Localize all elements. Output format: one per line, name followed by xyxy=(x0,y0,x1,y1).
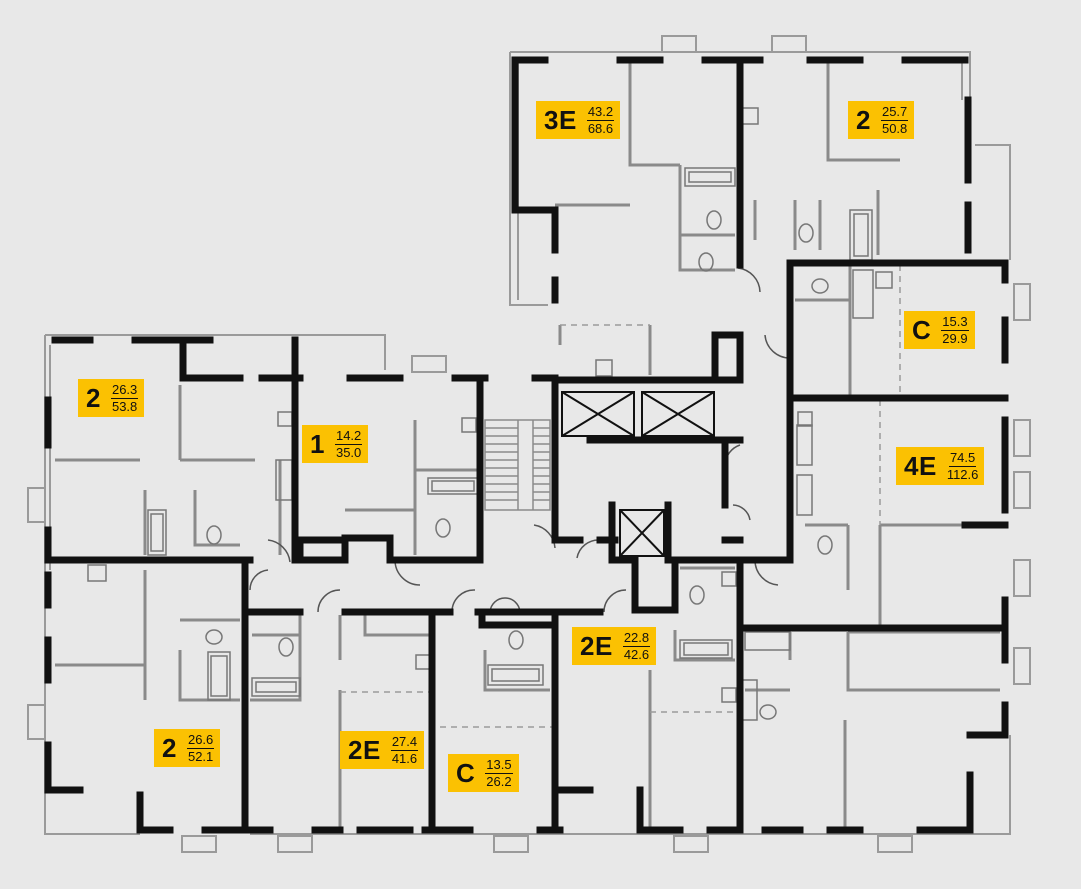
unit-total-area: 52.1 xyxy=(187,748,214,764)
unit-total-area: 41.6 xyxy=(391,750,418,766)
balcony-outlines xyxy=(44,51,1011,835)
exterior-walls xyxy=(44,56,1009,834)
door-swings xyxy=(249,267,791,613)
unit-room-count: 4E xyxy=(904,451,937,481)
unit-total-area: 35.0 xyxy=(335,444,362,460)
unit-total-area: 29.9 xyxy=(942,330,968,346)
partitions xyxy=(55,62,1000,830)
unit-room-count: C xyxy=(912,315,932,345)
stairwell xyxy=(484,419,551,511)
unit-living-area: 13.5 xyxy=(485,756,513,774)
unit-room-count: 3E xyxy=(544,105,577,135)
unit-living-area: 26.6 xyxy=(186,731,215,749)
unit-room-count: 2E xyxy=(580,631,613,661)
unit-room-count: C xyxy=(456,758,476,788)
unit-total-area: 112.6 xyxy=(946,466,979,482)
unit-living-area: 74.5 xyxy=(948,449,977,467)
window-boxes xyxy=(27,35,1031,853)
elevator-shafts xyxy=(561,391,715,557)
unit-room-count: 1 xyxy=(310,429,325,459)
unit-living-area: 27.4 xyxy=(390,733,419,751)
dashed-zones xyxy=(340,265,901,728)
unit-room-count: 2 xyxy=(162,733,177,763)
unit-total-area: 42.6 xyxy=(623,646,650,662)
unit-total-area: 53.8 xyxy=(111,398,138,414)
unit-living-area: 15.3 xyxy=(941,313,969,331)
fixtures xyxy=(87,107,893,721)
unit-living-area: 22.8 xyxy=(622,629,651,647)
unit-room-count: 2 xyxy=(86,383,101,413)
unit-total-area: 50.8 xyxy=(881,120,908,136)
unit-room-count: 2 xyxy=(856,105,871,135)
unit-room-count: 2E xyxy=(348,735,381,765)
unit-living-area: 26.3 xyxy=(110,381,139,399)
unit-living-area: 43.2 xyxy=(586,103,615,121)
unit-total-area: 26.2 xyxy=(486,773,512,789)
unit-living-area: 14.2 xyxy=(334,427,363,445)
unit-living-area: 25.7 xyxy=(880,103,909,121)
unit-total-area: 68.6 xyxy=(587,120,614,136)
